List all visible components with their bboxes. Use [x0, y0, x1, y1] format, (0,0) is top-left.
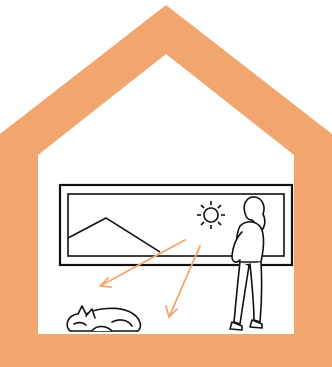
cat-icon — [67, 306, 140, 331]
